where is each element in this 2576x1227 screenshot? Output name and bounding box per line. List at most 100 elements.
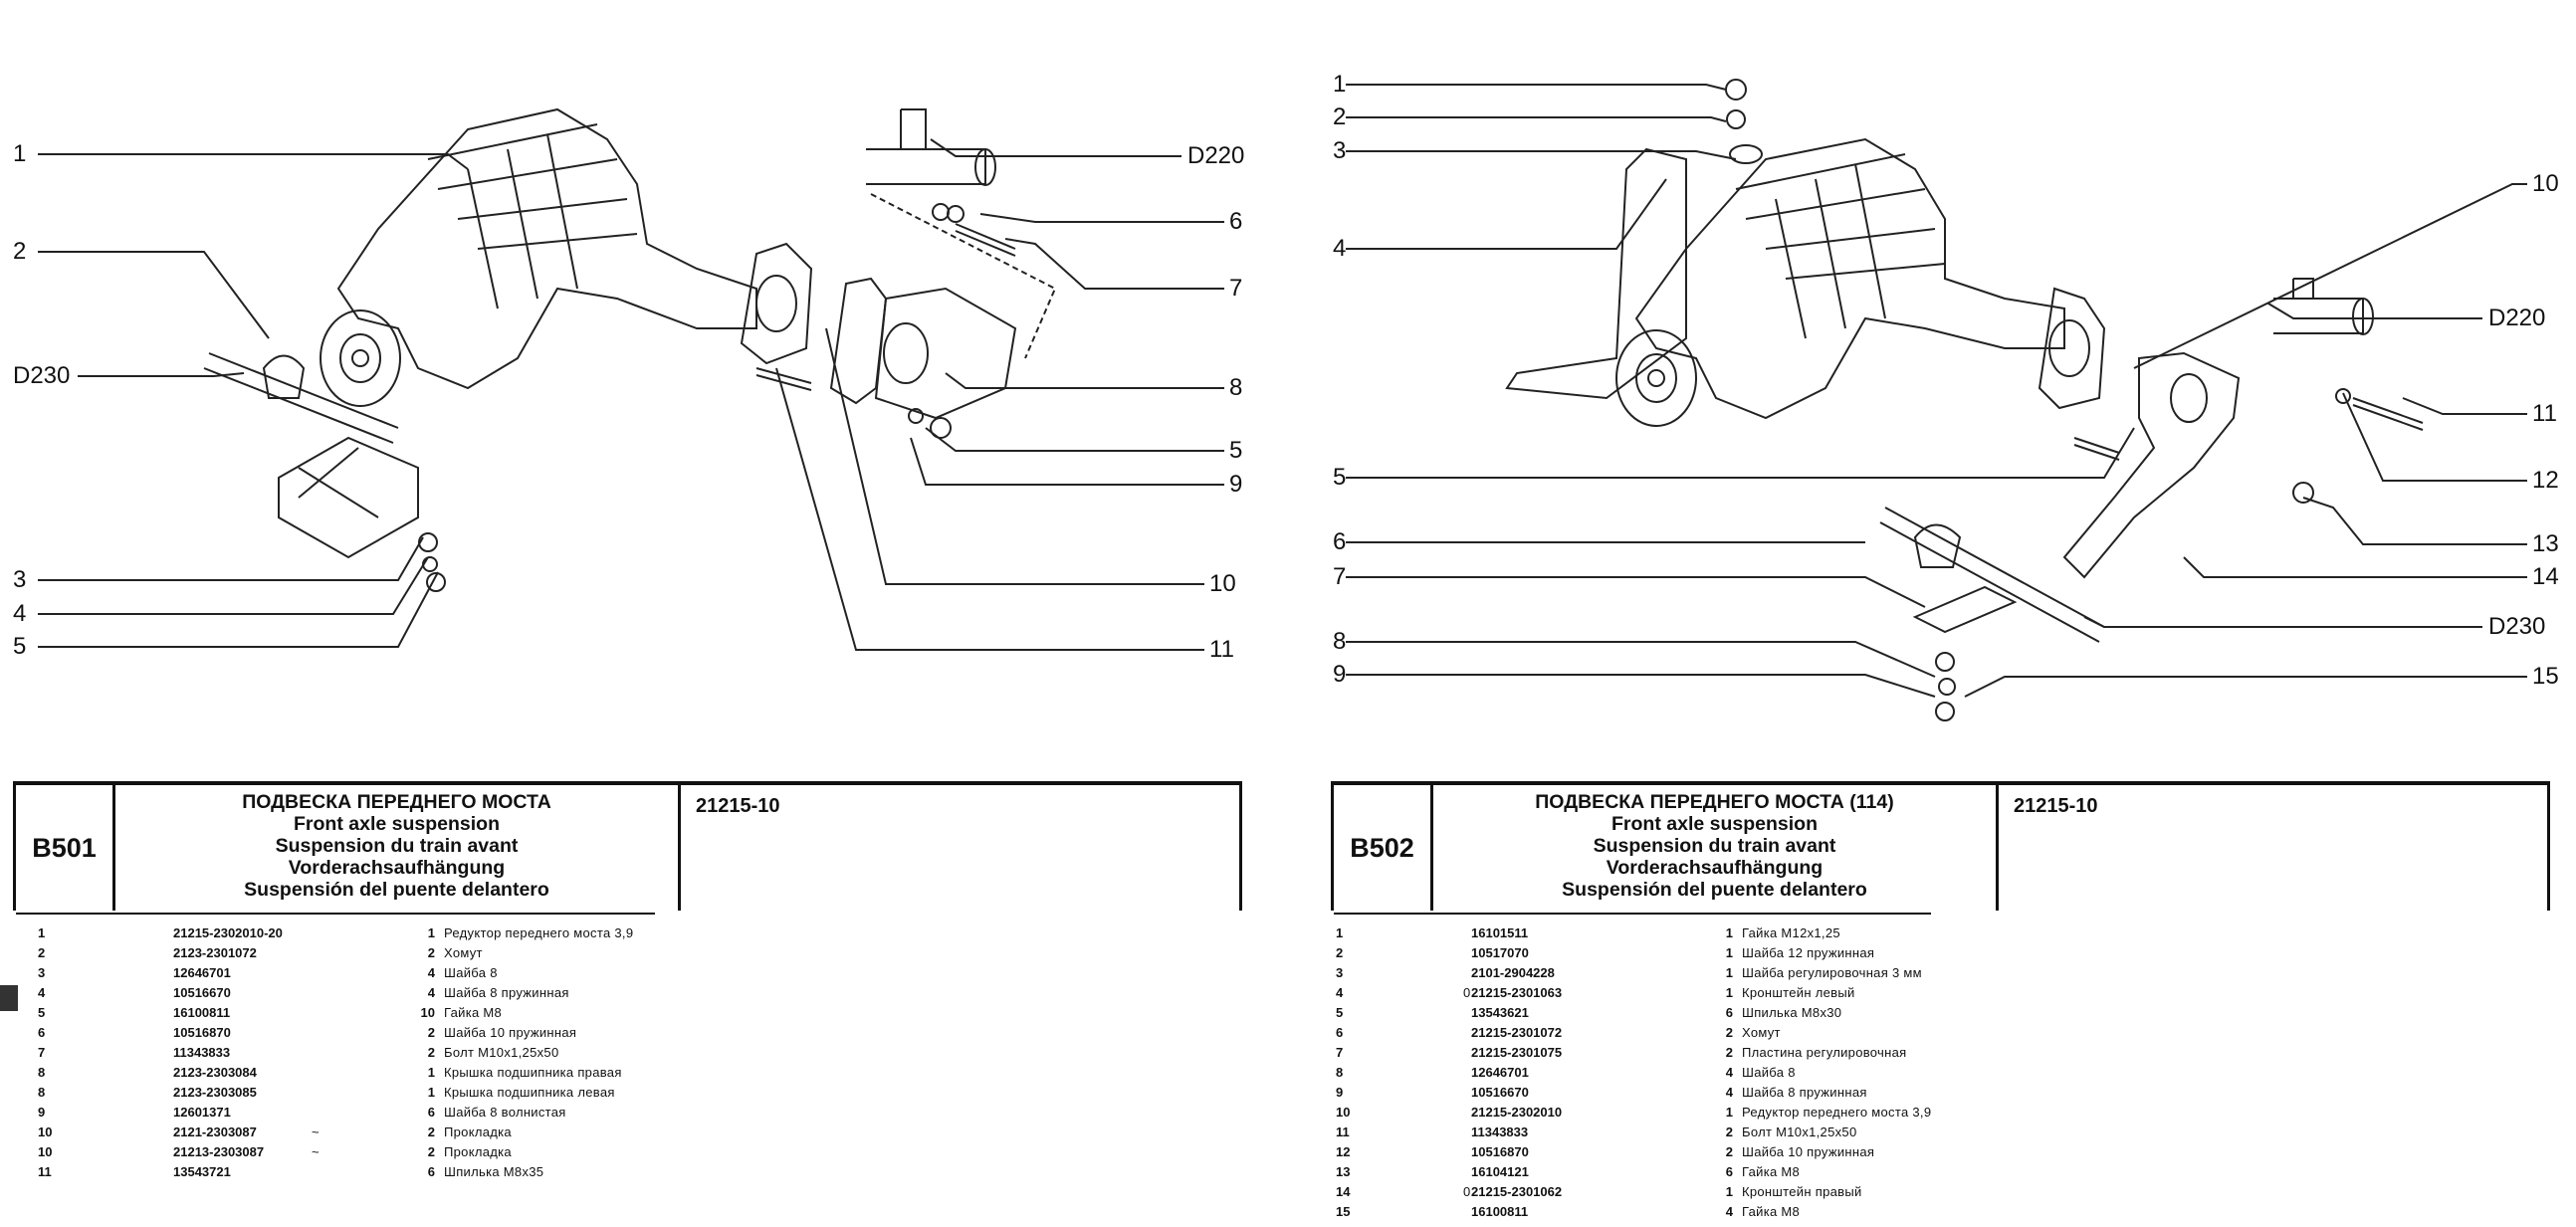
part-description: Шайба 8 пружинная xyxy=(444,985,569,1000)
section-code: B501 xyxy=(16,785,115,911)
part-description: Шайба 10 пружинная xyxy=(1742,1144,1875,1159)
callout-9: 9 xyxy=(1229,471,1243,498)
callout-12: 12 xyxy=(2532,467,2559,494)
title-de: Vorderachsaufhängung xyxy=(1606,857,1824,879)
part-quantity: 1 xyxy=(1725,985,1733,1000)
part-description: Гайка М8 xyxy=(1742,1204,1801,1219)
part-description: Шайба 8 xyxy=(444,965,498,980)
part-number: 21215-2301072 xyxy=(1471,1025,1563,1040)
part-quantity: 2 xyxy=(427,1045,435,1060)
part-position: 10 xyxy=(38,1144,53,1159)
part-position: 2 xyxy=(38,945,46,960)
part-number: 21215-2302010-20 xyxy=(173,925,283,940)
callout-d230: D230 xyxy=(13,362,71,389)
part-number: 10516870 xyxy=(173,1025,231,1040)
callout-6: 6 xyxy=(1229,208,1243,235)
part-description: Кронштейн правый xyxy=(1742,1184,1862,1199)
title-en: Front axle suspension xyxy=(294,813,500,835)
part-position: 7 xyxy=(38,1045,46,1060)
part-position: 4 xyxy=(1336,985,1344,1000)
part-description: Хомут xyxy=(1742,1025,1781,1040)
part-description: Шайба 8 волнистая xyxy=(444,1105,566,1120)
part-position: 4 xyxy=(38,985,46,1000)
part-description: Гайка М8 xyxy=(1742,1164,1801,1179)
part-description: Шайба 10 пружинная xyxy=(444,1025,577,1040)
title-en: Front axle suspension xyxy=(1611,813,1818,835)
part-description: Болт М10х1,25х50 xyxy=(1742,1125,1857,1139)
part-quantity: 2 xyxy=(1725,1045,1733,1060)
callout-5: 5 xyxy=(1333,464,1347,491)
page-edge-tab xyxy=(0,985,18,1011)
part-position: 10 xyxy=(1336,1105,1351,1120)
callout-8: 8 xyxy=(1333,628,1347,655)
part-quantity: 1 xyxy=(427,1085,435,1100)
part-position: 8 xyxy=(1336,1065,1344,1080)
callout-2: 2 xyxy=(13,238,27,265)
part-position: 9 xyxy=(1336,1085,1344,1100)
part-number: 16104121 xyxy=(1471,1164,1529,1179)
part-mark: ~ xyxy=(312,1144,320,1159)
part-mark: ~ xyxy=(312,1125,320,1139)
part-description: Редуктор переднего моста 3,9 xyxy=(1742,1105,1932,1120)
part-quantity: 1 xyxy=(1725,1105,1733,1120)
part-position: 9 xyxy=(38,1105,46,1120)
part-number: 11343833 xyxy=(173,1045,231,1060)
callout-5b: 5 xyxy=(1229,437,1243,464)
part-position: 5 xyxy=(1336,1005,1344,1020)
part-number: 21215-2301075 xyxy=(1471,1045,1563,1060)
part-flag: 0 xyxy=(1463,1184,1471,1199)
part-quantity: 4 xyxy=(427,985,435,1000)
part-description: Шайба 8 пружинная xyxy=(1742,1085,1867,1100)
callout-4: 4 xyxy=(13,600,27,627)
section-titles: ПОДВЕСКА ПЕРЕДНЕГО МОСТА (114) Front axl… xyxy=(1433,791,1996,901)
callout-10: 10 xyxy=(2532,170,2559,197)
part-position: 14 xyxy=(1336,1184,1351,1199)
part-quantity: 1 xyxy=(427,1065,435,1080)
part-number: 10516870 xyxy=(1471,1144,1529,1159)
part-number: 21213-2303087 xyxy=(173,1144,265,1159)
title-de: Vorderachsaufhängung xyxy=(288,857,506,879)
callout-d230: D230 xyxy=(2488,613,2546,640)
callout-4: 4 xyxy=(1333,235,1347,262)
title-block: B501 ПОДВЕСКА ПЕРЕДНЕГО МОСТА Front axle… xyxy=(13,781,1242,915)
part-position: 3 xyxy=(1336,965,1344,980)
part-quantity: 2 xyxy=(427,945,435,960)
callout-6: 6 xyxy=(1333,528,1347,555)
part-position: 3 xyxy=(38,965,46,980)
section-titles: ПОДВЕСКА ПЕРЕДНЕГО МОСТА Front axle susp… xyxy=(115,791,678,901)
part-description: Хомут xyxy=(444,945,483,960)
part-description: Редуктор переднего моста 3,9 xyxy=(444,925,634,940)
part-quantity: 1 xyxy=(427,925,435,940)
part-quantity: 4 xyxy=(1725,1204,1733,1219)
part-number: 10516670 xyxy=(1471,1085,1529,1100)
callout-11: 11 xyxy=(2532,400,2557,427)
part-quantity: 2 xyxy=(427,1144,435,1159)
part-number: 2101-2904228 xyxy=(1471,965,1555,980)
title-es: Suspensión del puente delantero xyxy=(244,879,549,901)
part-number: 12601371 xyxy=(173,1105,231,1120)
part-position: 6 xyxy=(1336,1025,1344,1040)
title-fr: Suspension du train avant xyxy=(275,835,519,857)
model-number: 21215-10 xyxy=(696,795,780,817)
callout-7: 7 xyxy=(1333,563,1347,590)
part-position: 12 xyxy=(1336,1144,1351,1159)
part-description: Крышка подшипника правая xyxy=(444,1065,622,1080)
callout-d220: D220 xyxy=(2488,305,2546,331)
part-quantity: 2 xyxy=(427,1025,435,1040)
callout-9: 9 xyxy=(1333,661,1347,688)
